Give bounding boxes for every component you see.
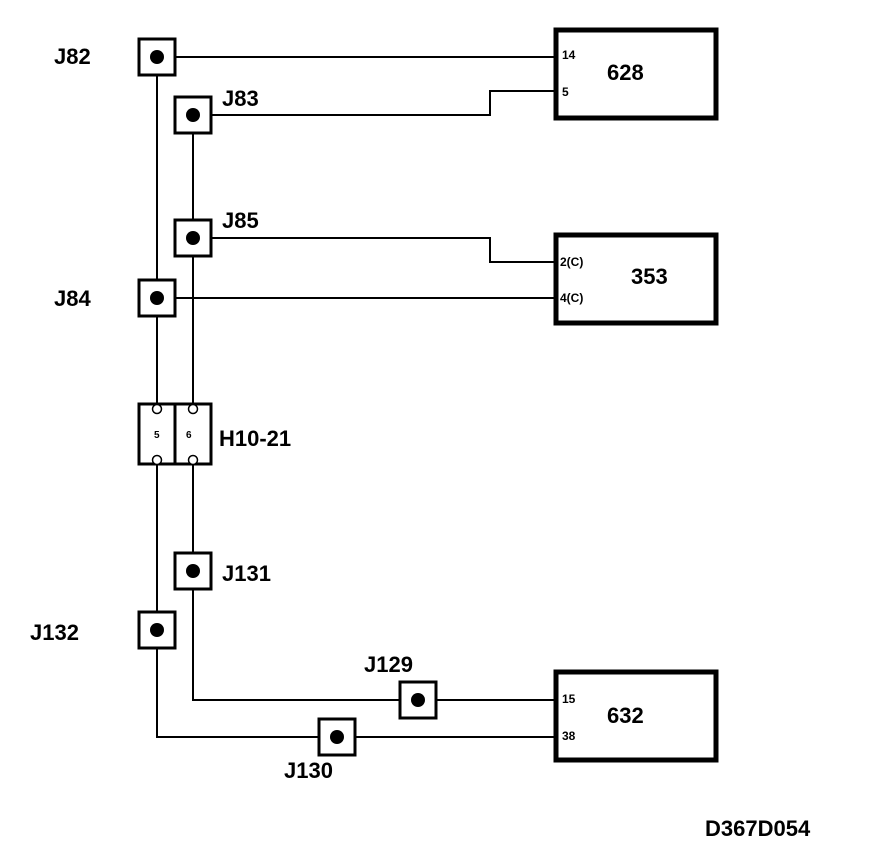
module-632-name: 632 [607, 703, 644, 728]
wires [156, 56, 556, 738]
junction-j85 [173, 218, 213, 258]
wire-right-lower [192, 462, 418, 701]
wire-j85-353 [193, 237, 556, 263]
module-353-pin-4c: 4(C) [560, 291, 583, 305]
wire-left-lower [156, 462, 337, 738]
module-628: 14 5 628 [553, 27, 719, 121]
module-628-name: 628 [607, 60, 644, 85]
figure-id: D367D054 [705, 816, 811, 841]
label-j129: J129 [364, 652, 413, 677]
label-j84: J84 [54, 286, 91, 311]
module-632-pin-38: 38 [562, 729, 576, 743]
junction-j84 [137, 278, 177, 318]
junction-j130 [317, 717, 357, 757]
label-j83: J83 [222, 86, 259, 111]
wire-j83-628 [193, 90, 556, 116]
junction-j83 [173, 95, 213, 135]
h10-21-pin-left: 5 [154, 430, 160, 441]
label-j85: J85 [222, 208, 259, 233]
module-353-name: 353 [631, 264, 668, 289]
module-353: 2(C) 4(C) 353 [553, 232, 719, 326]
module-632-pin-15: 15 [562, 692, 576, 706]
h10-21-pin-right: 6 [186, 430, 192, 441]
junction-j82 [137, 37, 177, 77]
module-628-pin-14: 14 [562, 48, 576, 62]
junction-j132 [137, 610, 177, 650]
label-j130: J130 [284, 758, 333, 783]
label-j82: J82 [54, 44, 91, 69]
module-632: 15 38 632 [553, 669, 719, 763]
module-628-pin-5: 5 [562, 85, 569, 99]
junction-j129 [398, 680, 438, 720]
junction-j131 [173, 551, 213, 591]
h10-21-connector: 5 6 [137, 402, 213, 466]
module-353-pin-2c: 2(C) [560, 255, 583, 269]
label-j131: J131 [222, 561, 271, 586]
label-h10-21: H10-21 [219, 426, 291, 451]
label-j132: J132 [30, 620, 79, 645]
